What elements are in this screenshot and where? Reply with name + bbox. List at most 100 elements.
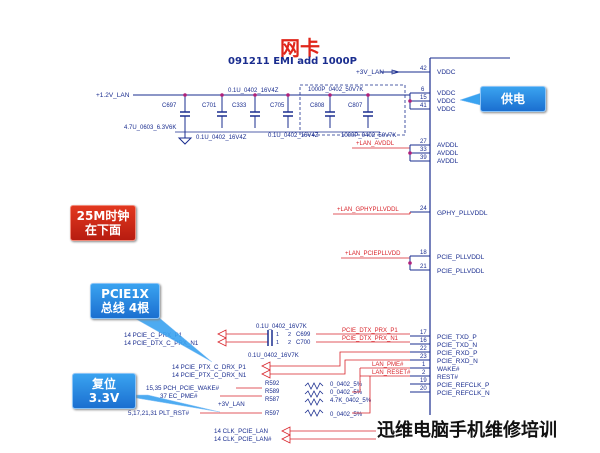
cap-c705: C705 bbox=[270, 95, 293, 128]
pin-number: 17 bbox=[420, 330, 427, 336]
pin-number: 2 bbox=[422, 370, 426, 376]
pin-name: PCIE_PLLVDDL bbox=[437, 254, 485, 261]
left-signal: 14 PCIE_DTX_C_PRX_N1 bbox=[124, 340, 199, 347]
pin-name: WAKE# bbox=[437, 366, 460, 373]
pin-number: 21 bbox=[420, 264, 427, 270]
pcie-cap-value: 0.1U_0402_16V7K bbox=[248, 353, 299, 359]
cap-ref: C705 bbox=[270, 103, 285, 109]
pin-name: PCIE_PLLVDDL bbox=[437, 268, 485, 275]
power-decoupling: +3V_LAN +1.2V_LAN C697 C701 bbox=[96, 69, 412, 161]
pin-number: 39 bbox=[420, 155, 427, 161]
callout-clock: 25M时钟 在下面 bbox=[70, 205, 136, 241]
left-signal: 14 PCIE_C_PRX_P1 bbox=[124, 332, 183, 339]
cap-value: 1000P_0402_50V7K bbox=[308, 87, 363, 93]
lan-chip-body bbox=[429, 57, 510, 415]
pin-name: VDDC bbox=[437, 106, 456, 113]
pin-name: VDDC bbox=[437, 98, 456, 105]
cap-c697: C697 bbox=[162, 95, 190, 132]
callout-pointers bbox=[117, 91, 485, 413]
callout-power-text: 供电 bbox=[500, 92, 525, 106]
res-ref: R587 bbox=[265, 397, 280, 403]
res-value: 4.7K_0402_5% bbox=[330, 398, 372, 404]
callout-pcie: PCIE1X 总线 4根 bbox=[90, 283, 160, 319]
watermark-text: 迅维电脑手机维修培训 bbox=[377, 420, 557, 441]
pin-name: AVDDL bbox=[437, 158, 459, 165]
left-signal: 14 CLK_PCIE_LAN bbox=[214, 428, 268, 435]
cap-value: 4.7U_0603_6.3V6K bbox=[124, 125, 176, 131]
pin-name: VDDC bbox=[437, 69, 456, 76]
net-label-3v-lan: +3V_LAN bbox=[356, 69, 384, 76]
pin-number: 23 bbox=[420, 354, 427, 360]
page-title: 网卡 bbox=[280, 36, 320, 60]
res-value: 0_0402_5% bbox=[330, 390, 363, 396]
pin-number: 18 bbox=[420, 250, 427, 256]
right-signal: PCIE_DTX_PRX_N1 bbox=[342, 336, 399, 342]
pin-number: 6 bbox=[421, 87, 425, 93]
pin-name: AVDDL bbox=[437, 150, 459, 157]
callout-reset-line1: 复位 bbox=[91, 377, 116, 391]
chip-pins: 42 VDDC 6 VDDC 15 VDDC 41 VDDC 27 AVDDL … bbox=[380, 66, 490, 397]
left-signal: 14 PCIE_PTX_C_DRX_P1 bbox=[172, 364, 247, 371]
pin-name: PCIE_TXD_P bbox=[437, 334, 477, 341]
cap-ref: C808 bbox=[310, 103, 325, 109]
page-subtitle: 091211 EMI add 1000P bbox=[228, 56, 357, 67]
svg-text:2: 2 bbox=[288, 340, 291, 346]
svg-text:1: 1 bbox=[276, 332, 279, 338]
pin-name: GPHY_PLLVDDL bbox=[437, 210, 488, 217]
cap-value: 0.1U_0402_16V4Z bbox=[228, 88, 279, 94]
pin-name: PCIE_RXD_N bbox=[437, 358, 478, 365]
pin-name: PCIE_TXD_N bbox=[437, 342, 477, 349]
pin-number: 19 bbox=[420, 378, 427, 384]
left-signal: 15,35 PCH_PCIE_WAKE# bbox=[146, 385, 220, 392]
callout-clock-line2: 在下面 bbox=[84, 223, 121, 237]
right-signal: LAN_PME# bbox=[372, 362, 404, 368]
pin-number: 27 bbox=[420, 139, 427, 145]
pin-number: 42 bbox=[420, 66, 427, 72]
pcie-cap-value: 0.1U_0402_16V7K bbox=[256, 324, 307, 330]
net-label-gphypll: +LAN_GPHYPLLVDDL bbox=[337, 207, 399, 213]
pin-number: 20 bbox=[420, 386, 427, 392]
callout-pcie-line2: 总线 4根 bbox=[100, 301, 150, 315]
cap-ref: C807 bbox=[348, 103, 363, 109]
res-ref: R592 bbox=[265, 381, 280, 387]
pcie-cap-c700: C700 bbox=[296, 340, 311, 346]
pll-supply: +LAN_GPHYPLLVDDL +LAN_PCIEPLLVDD bbox=[333, 207, 412, 270]
pcie-cap-c699: C699 bbox=[296, 332, 311, 338]
left-signal: +3V_LAN bbox=[218, 401, 245, 408]
pin-number: 16 bbox=[420, 338, 427, 344]
left-signal: 5,17,21,31 PLT_RST# bbox=[128, 410, 190, 417]
cap-ref: C697 bbox=[162, 103, 177, 109]
net-label-pciepll: +LAN_PCIEPLLVDD bbox=[345, 251, 401, 257]
svg-text:1: 1 bbox=[276, 340, 279, 346]
cap-ref: C333 bbox=[232, 103, 247, 109]
pin-name: PCIE_RXD_P bbox=[437, 350, 477, 357]
cap-c701: C701 bbox=[202, 95, 227, 128]
cap-value: 0.1U_0402_16V4Z bbox=[196, 135, 247, 141]
pin-number: 41 bbox=[420, 103, 427, 109]
res-ref: R597 bbox=[265, 411, 280, 417]
cap-c808: C808 bbox=[310, 95, 335, 128]
cap-value: 0.1U_0402_16V4Z bbox=[268, 133, 319, 139]
pcie-lanes: 0.1U_0402_16V7K 14 PCIE_C_PRX_P1 14 PCIE… bbox=[124, 324, 410, 379]
pin-name: AVDDL bbox=[437, 142, 459, 149]
pin-name: PCIE_REFCLK_N bbox=[437, 390, 490, 397]
res-ref: R589 bbox=[265, 389, 280, 395]
pin-number: 24 bbox=[420, 206, 427, 212]
pin-number: 22 bbox=[420, 346, 427, 352]
net-label-lan-avddl: +LAN_AVDDL bbox=[356, 141, 395, 147]
svg-text:2: 2 bbox=[288, 332, 291, 338]
net-label-1v2-lan: +1.2V_LAN bbox=[96, 92, 130, 99]
res-value: 0_0402_5% bbox=[330, 382, 363, 388]
callout-pcie-line1: PCIE1X bbox=[101, 287, 149, 301]
callout-clock-line1: 25M时钟 bbox=[76, 209, 130, 223]
cap-value: 1000P_0402_50V7K bbox=[341, 133, 396, 139]
left-signal: 14 PCIE_PTX_C_DRX_N1 bbox=[172, 372, 247, 379]
callout-power: 供电 bbox=[480, 86, 546, 112]
callout-reset-line2: 3.3V bbox=[88, 391, 120, 405]
cap-ref: C701 bbox=[202, 103, 217, 109]
pin-number: 1 bbox=[422, 362, 426, 368]
pin-name: REST# bbox=[437, 374, 458, 381]
res-value: 0_0402_5% bbox=[330, 412, 363, 418]
